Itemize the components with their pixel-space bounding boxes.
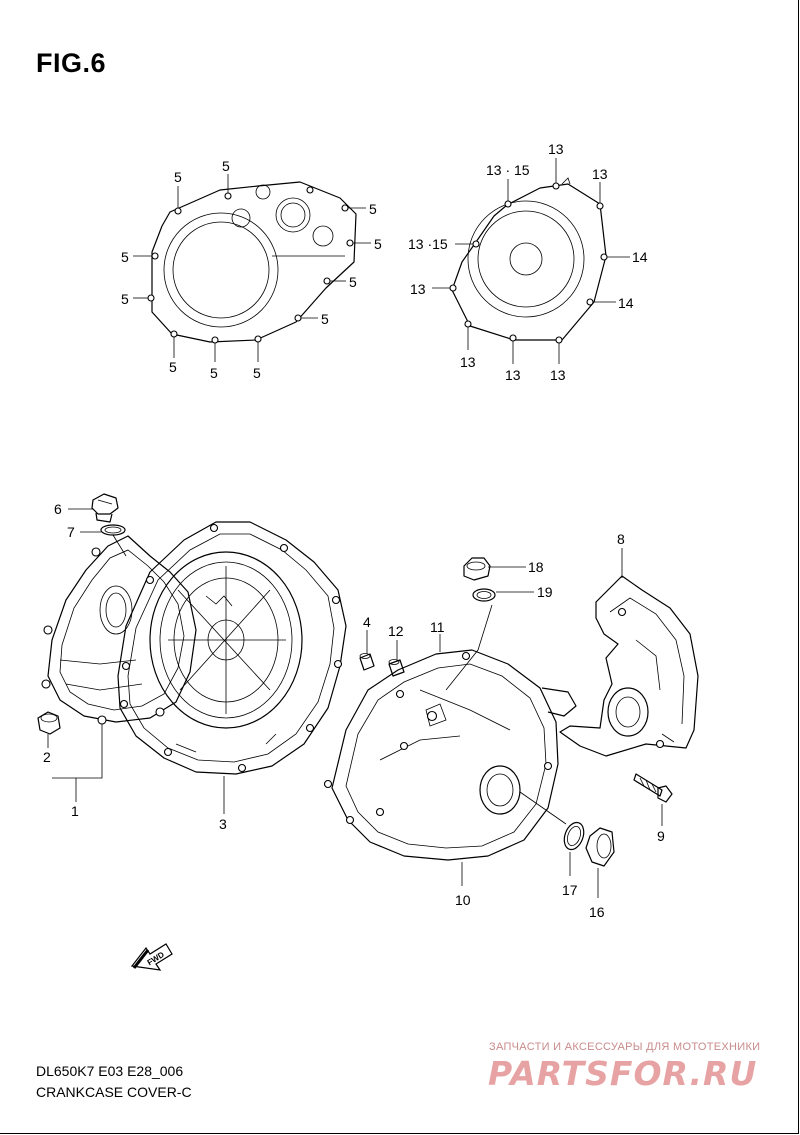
callout-13-d: 13 bbox=[460, 354, 476, 370]
callout-4: 4 bbox=[363, 614, 371, 630]
gasket-left-callouts: 5 5 5 5 5 5 5 5 5 5 5 bbox=[121, 158, 382, 381]
housing-cover-bolt-holes bbox=[119, 523, 343, 773]
watermark-tagline: ЗАПЧАСТИ И АКСЕССУАРЫ ДЛЯ МОТОТЕХНИКИ bbox=[489, 1041, 761, 1053]
callout-5-f: 5 bbox=[321, 311, 329, 327]
callout-5-a: 5 bbox=[174, 169, 182, 185]
callout-5-b: 5 bbox=[222, 158, 230, 174]
callout-8: 8 bbox=[617, 531, 625, 547]
callout-13-c: 13 bbox=[410, 281, 426, 297]
callout-11: 11 bbox=[430, 619, 445, 635]
bolt-9 bbox=[633, 773, 673, 803]
outer-cover-bosses bbox=[41, 547, 165, 725]
fwd-arrow-icon: FWD bbox=[130, 943, 173, 971]
callout-5-k: 5 bbox=[121, 249, 129, 265]
callout-5-e: 5 bbox=[349, 274, 357, 290]
callout-13-15-a: 13 · 15 bbox=[486, 162, 530, 178]
o-ring-17 bbox=[563, 821, 585, 851]
generator-cover-guard bbox=[559, 575, 699, 757]
callout-5-h: 5 bbox=[210, 365, 218, 381]
callout-13-a: 13 bbox=[548, 141, 564, 157]
gasket-right-callouts: 13 13 · 15 13 13 ·15 14 13 14 13 13 13 bbox=[408, 141, 648, 383]
callout-13-b: 13 bbox=[592, 166, 608, 182]
plug-18 bbox=[463, 557, 491, 581]
callout-6: 6 bbox=[54, 501, 62, 517]
callout-5-i: 5 bbox=[169, 359, 177, 375]
callout-18: 18 bbox=[528, 559, 544, 575]
callout-12: 12 bbox=[388, 623, 404, 639]
gasket-left-holes bbox=[147, 186, 354, 344]
left-assembly-callouts: 6 7 2 1 3 bbox=[43, 501, 227, 832]
callout-5-c: 5 bbox=[369, 201, 377, 217]
clutch-cover-gasket: 5 5 5 5 5 5 5 5 5 5 5 bbox=[121, 158, 382, 381]
part-name: CRANKCASE COVER-C bbox=[36, 1084, 192, 1100]
callout-1: 1 bbox=[71, 803, 79, 819]
oil-filler-cap bbox=[91, 493, 119, 523]
callout-3: 3 bbox=[219, 816, 227, 832]
generator-cover-bosses bbox=[323, 651, 553, 825]
callout-16: 16 bbox=[589, 904, 605, 920]
callout-13-e: 13 bbox=[505, 367, 521, 383]
plug-16 bbox=[585, 827, 615, 867]
dowel-pin-12 bbox=[388, 659, 405, 677]
left-assembly-leaders bbox=[47, 508, 225, 814]
o-ring-19 bbox=[472, 588, 496, 602]
callout-13-15-b: 13 ·15 bbox=[408, 236, 448, 252]
watermark-logo: PARTSFOR.RU bbox=[488, 1054, 758, 1093]
gasket-right-holes bbox=[449, 182, 608, 344]
callout-5-j: 5 bbox=[121, 291, 129, 307]
generator-cover bbox=[323, 649, 577, 861]
callout-9: 9 bbox=[657, 828, 665, 844]
model-code: DL650K7 E03 E28_006 bbox=[36, 1063, 184, 1079]
callout-10: 10 bbox=[455, 892, 471, 908]
generator-cover-gasket: 13 13 · 15 13 13 ·15 14 13 14 13 13 13 bbox=[408, 141, 648, 383]
callout-14-a: 14 bbox=[632, 249, 648, 265]
callout-5-g: 5 bbox=[253, 365, 261, 381]
callout-13-f: 13 bbox=[550, 367, 566, 383]
callout-7: 7 bbox=[67, 524, 75, 540]
callout-19: 19 bbox=[537, 584, 553, 600]
callout-2: 2 bbox=[43, 749, 51, 765]
dowel-pin-4 bbox=[359, 653, 375, 671]
clutch-cover-assembly bbox=[37, 493, 347, 775]
callout-14-b: 14 bbox=[618, 295, 634, 311]
callout-17: 17 bbox=[562, 882, 578, 898]
callout-5-d: 5 bbox=[374, 236, 382, 252]
figure-title: FIG.6 bbox=[36, 48, 107, 78]
